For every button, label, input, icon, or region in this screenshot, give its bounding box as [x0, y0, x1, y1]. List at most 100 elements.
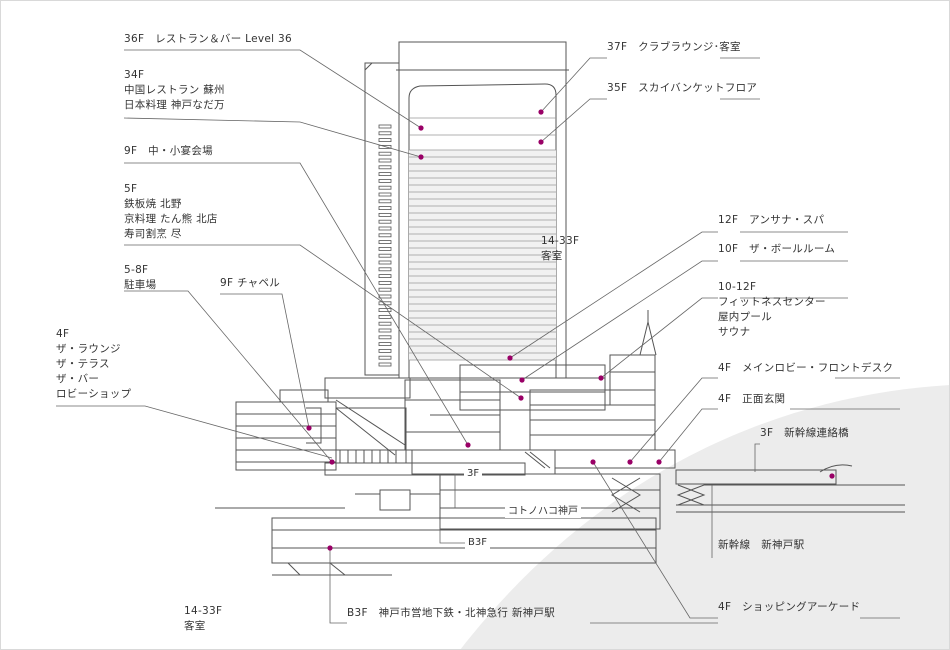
tower-window [378, 212, 392, 217]
tower-window [378, 267, 392, 272]
tower-window [378, 362, 392, 367]
podium-block-10f [459, 364, 606, 411]
spa-block [609, 354, 656, 406]
leader-36f [124, 49, 422, 129]
rail-crossing-left [611, 477, 641, 513]
leader-5f [124, 244, 522, 399]
label-37f-club-lounge: 37F クラブラウンジ･客室 [607, 41, 741, 53]
dot-fitness [598, 375, 604, 381]
leader-parking [124, 290, 333, 463]
dot-9f-banquet [465, 442, 471, 448]
tower-window [378, 253, 392, 258]
tower-window [378, 151, 392, 156]
tower-window [378, 158, 392, 163]
dot-36f [418, 125, 424, 131]
label-4f-arcade: 4F ショッピングアーケード [718, 601, 861, 613]
entrance-canopy [554, 449, 676, 469]
leader-main-lobby [629, 377, 718, 463]
tower-window [378, 206, 392, 211]
label-10f-ballroom: 10F ザ・ボールルーム [718, 243, 836, 255]
dot-37f [538, 109, 544, 115]
chapel-roof [279, 389, 329, 403]
dot-chapel [306, 425, 312, 431]
rail-crossing-right [676, 484, 706, 506]
tower-window [378, 348, 392, 353]
tower-window [378, 301, 392, 306]
tower-window [378, 199, 392, 204]
tower-window [378, 342, 392, 347]
tower-window [378, 185, 392, 190]
leader-10f [521, 260, 718, 381]
dot-bridge [829, 473, 835, 479]
leader-35f [540, 98, 607, 143]
dot-34f [418, 154, 424, 160]
basement-b3f [271, 517, 657, 564]
tower-window [378, 280, 392, 285]
tower-window [378, 219, 392, 224]
tower-window [378, 328, 392, 333]
background-swoosh [460, 385, 950, 650]
tower-window [378, 294, 392, 299]
dot-10f [519, 377, 525, 383]
label-9f-chapel: 9F チャペル [220, 277, 281, 289]
tower-window [378, 287, 392, 292]
tower-window [378, 172, 392, 177]
dot-entrance [656, 459, 662, 465]
tower-window [378, 308, 392, 313]
tower-window [378, 260, 392, 265]
tower-window [378, 124, 392, 129]
leader-bridge [754, 443, 760, 472]
leader-entrance [658, 408, 718, 463]
tower-window [378, 233, 392, 238]
label-b3f-inline: B3F [465, 537, 490, 549]
tower-window [378, 335, 392, 340]
tower-left-shaft [364, 62, 400, 376]
leader-3f-inline [454, 473, 464, 508]
label-9f-banquet: 9F 中・小宴会場 [124, 145, 213, 157]
shinkansen-bridge [675, 469, 837, 485]
tower-window [378, 240, 392, 245]
tower-window [378, 321, 392, 326]
label-35f-sky-banquet: 35F スカイバンケットフロア [607, 82, 758, 94]
dot-main-lobby [627, 459, 633, 465]
label-b3f-subway: B3F 神戸市営地下鉄・北神急行 新神戸駅 [347, 607, 556, 619]
label-12f-spa: 12F アンサナ・スパ [718, 214, 825, 226]
lower-station-block [439, 473, 661, 530]
tower-window [378, 246, 392, 251]
chapel-spire [639, 321, 657, 356]
tower-front-face [408, 83, 557, 378]
tower-window [378, 165, 392, 170]
tower-window [378, 192, 392, 197]
podium-upper [324, 377, 411, 399]
leader-34f [123, 117, 422, 158]
leader-b3f [329, 548, 347, 624]
leader-9f-banquet [124, 162, 469, 446]
dot-arcade [590, 459, 596, 465]
leader-chapel [220, 293, 310, 429]
arcade-level [411, 449, 556, 475]
tower-window [378, 144, 392, 149]
tower-window [378, 226, 392, 231]
leader-37f [540, 57, 607, 113]
dot-b3f [327, 545, 333, 551]
tower-window [378, 355, 392, 360]
label-3f-bridge: 3F 新幹線連絡橋 [760, 427, 849, 439]
tower-window [378, 314, 392, 319]
dot-parking [329, 459, 335, 465]
leader-12f [509, 231, 718, 359]
leader-b3f-inline [439, 520, 465, 544]
label-3f-inline: 3F [464, 468, 483, 480]
dot-35f [538, 139, 544, 145]
dot-5f [518, 395, 524, 401]
tower-window [378, 131, 392, 136]
tower-window [378, 274, 392, 279]
street-level-entry [379, 489, 411, 511]
